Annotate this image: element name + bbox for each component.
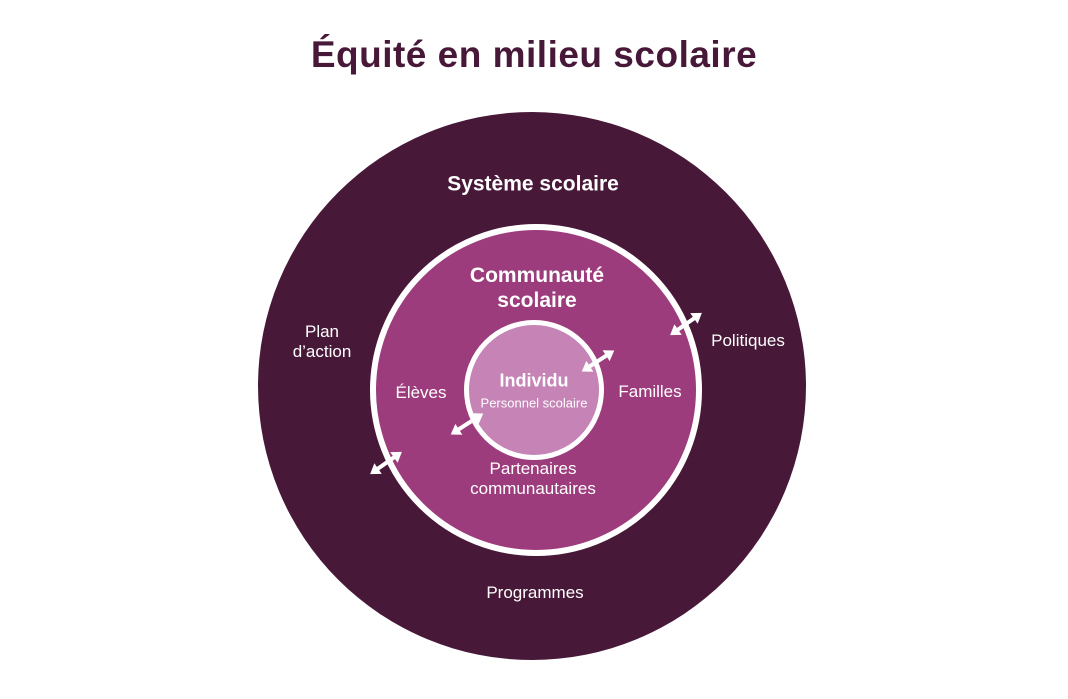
label-familles: Familles [618,381,682,401]
label-programmes: Programmes [486,582,584,602]
label-eleves: Élèves [395,382,447,402]
label-system-scolaire: Système scolaire [447,172,619,196]
label-communaute-scolaire: Communauté scolaire [469,264,605,312]
double-arrow-icon-inner-left [445,406,489,442]
double-arrow-icon-outer-right [664,305,708,342]
label-partenaires-communautaires: Partenaires communautaires [470,458,596,498]
label-personnel-scolaire: Personnel scolaire [480,395,588,411]
double-arrow-icon-outer-left [364,444,408,481]
double-arrow-icon-inner-right [576,343,620,379]
inner-circle-individual [464,320,604,460]
label-politiques: Politiques [711,330,785,350]
label-individu: Individu [499,370,569,391]
page-title: Équité en milieu scolaire [310,34,758,75]
label-plan-daction: Plan d’action [292,321,352,361]
